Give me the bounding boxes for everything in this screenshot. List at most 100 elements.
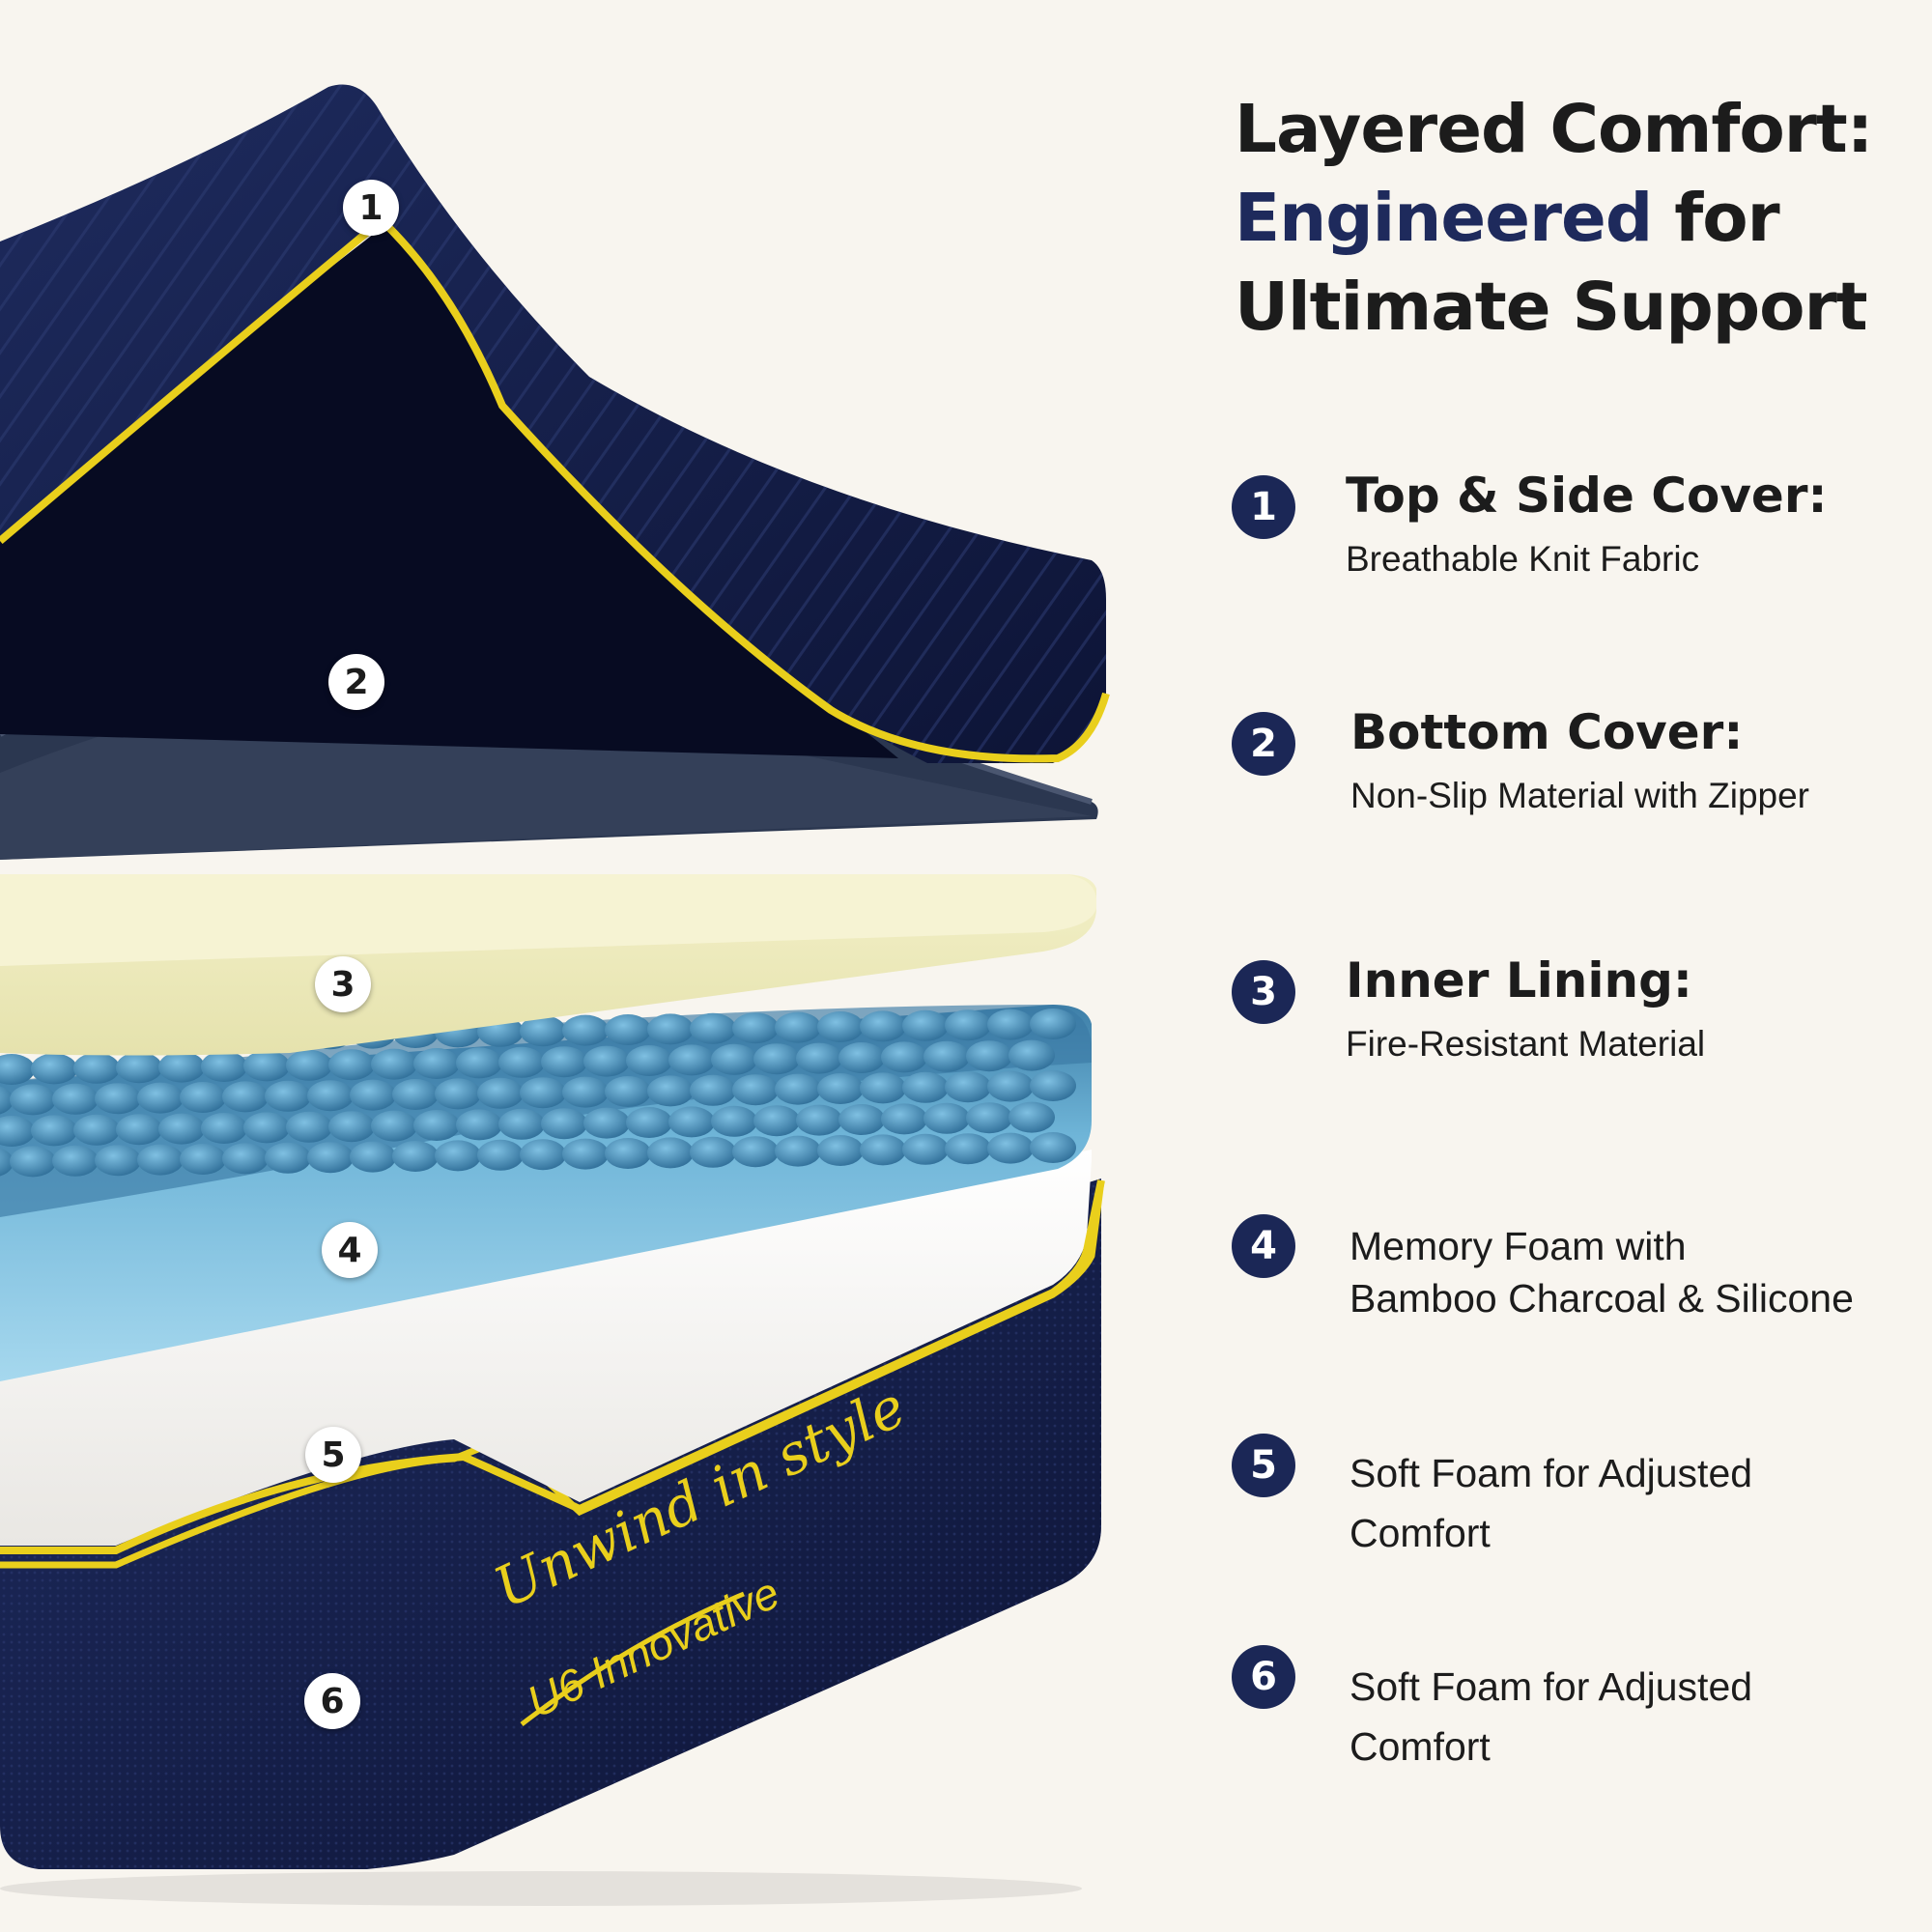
egg-crate-bump: [95, 1083, 141, 1115]
egg-crate-bump: [180, 1144, 226, 1175]
egg-crate-bump: [0, 1148, 14, 1177]
egg-crate-bump: [137, 1082, 184, 1114]
egg-crate-bump: [562, 1014, 609, 1046]
egg-crate-bump: [350, 1141, 396, 1173]
egg-crate-bump: [668, 1106, 715, 1138]
egg-crate-bump: [775, 1011, 821, 1043]
layer-marker-3: 3: [315, 956, 371, 1012]
feature-title: Inner Lining:: [1346, 952, 1692, 1009]
egg-crate-bump: [201, 1051, 247, 1082]
egg-crate-bump: [817, 1135, 864, 1166]
egg-crate-bump: [265, 1142, 311, 1174]
egg-crate-bump: [966, 1040, 1012, 1072]
feature-description-line-2: Bamboo Charcoal & Silicone: [1350, 1276, 1854, 1321]
egg-crate-bump: [1030, 1009, 1076, 1039]
egg-crate-bump: [541, 1108, 587, 1140]
egg-crate-bump: [626, 1045, 672, 1076]
egg-crate-bump: [435, 1140, 481, 1172]
egg-crate-bump: [158, 1113, 205, 1145]
egg-crate-bump: [860, 1072, 906, 1104]
egg-crate-bump: [0, 1086, 14, 1115]
feature-description-line-2: Comfort: [1350, 1724, 1491, 1769]
feature-description-line-1: Soft Foam for Adjusted: [1350, 1451, 1753, 1495]
egg-crate-bump: [477, 1077, 524, 1109]
egg-crate-bump: [923, 1040, 970, 1072]
feature-title: Top & Side Cover:: [1346, 468, 1828, 524]
egg-crate-bump: [0, 1054, 35, 1085]
egg-crate-bump: [52, 1145, 99, 1177]
egg-crate-bump: [201, 1113, 247, 1144]
egg-crate-bump: [392, 1141, 439, 1172]
feature-subtitle: Fire-Resistant Material: [1346, 1024, 1706, 1064]
egg-crate-bump: [987, 1132, 1034, 1164]
egg-crate-bump: [732, 1136, 779, 1168]
feature-title: Bottom Cover:: [1350, 704, 1744, 760]
egg-crate-bump: [286, 1111, 332, 1143]
egg-crate-bump: [31, 1053, 77, 1085]
egg-crate-bump: [116, 1052, 162, 1084]
egg-crate-bump: [817, 1011, 864, 1042]
feature-description: Soft Foam for Adjusted Comfort: [1350, 1443, 1890, 1563]
egg-crate-bump: [243, 1050, 290, 1082]
egg-crate-bump: [0, 1116, 35, 1147]
egg-crate-bump: [775, 1135, 821, 1167]
egg-crate-bump: [413, 1048, 460, 1079]
egg-crate-bump: [945, 1071, 991, 1103]
egg-crate-bump: [95, 1145, 141, 1177]
egg-crate-bump: [137, 1144, 184, 1176]
egg-crate-bump: [838, 1104, 885, 1135]
layer-marker-1: 1: [343, 180, 399, 236]
egg-crate-bump: [371, 1110, 417, 1142]
top-cover-layer-1: [0, 84, 1110, 763]
egg-crate-bump: [732, 1012, 779, 1044]
egg-crate-bump: [732, 1074, 779, 1106]
feature-description: Memory Foam with Bamboo Charcoal & Silic…: [1350, 1220, 1890, 1324]
soft-foam-layer-5: [0, 1150, 1105, 1554]
egg-crate-bump: [10, 1084, 56, 1116]
egg-crate-bump: [945, 1133, 991, 1165]
egg-crate-bump: [73, 1114, 120, 1146]
title-accent: Engineered: [1235, 180, 1653, 257]
egg-crate-bump: [605, 1014, 651, 1045]
title-line-3: Ultimate Support: [1235, 269, 1868, 346]
egg-crate-bump: [605, 1138, 651, 1169]
egg-crate-bump: [1030, 1070, 1076, 1101]
egg-crate-bump: [222, 1081, 269, 1113]
egg-crate-bump: [838, 1042, 885, 1073]
egg-crate-bump: [817, 1073, 864, 1104]
egg-crate-bump: [307, 1142, 354, 1174]
egg-crate-bump: [690, 1136, 736, 1168]
egg-crate-bump: [711, 1043, 757, 1075]
layer-marker-6: 6: [304, 1673, 360, 1729]
egg-crate-bump: [413, 1110, 460, 1141]
egg-crate-bump: [265, 1080, 311, 1112]
title-line-2: Engineered for: [1235, 174, 1911, 263]
egg-crate-bump: [520, 1015, 566, 1047]
egg-crate-bump: [456, 1109, 502, 1141]
egg-crate-bump: [371, 1048, 417, 1080]
egg-crate-bump: [31, 1115, 77, 1147]
egg-crate-bump: [775, 1073, 821, 1105]
layer-marker-4: 4: [322, 1222, 378, 1278]
egg-crate-bump: [1030, 1132, 1076, 1163]
feature-number-badge: 1: [1232, 475, 1295, 539]
egg-crate-bump: [860, 1134, 906, 1166]
egg-crate-bump: [1009, 1039, 1055, 1071]
egg-crate-bump: [498, 1046, 545, 1078]
egg-crate-bump: [243, 1112, 290, 1144]
feature-description: Soft Foam for Adjusted Comfort: [1350, 1657, 1890, 1776]
egg-crate-bump: [520, 1139, 566, 1171]
feature-number-badge: 3: [1232, 960, 1295, 1024]
egg-crate-bump: [753, 1043, 800, 1075]
egg-crate-bump: [286, 1049, 332, 1081]
egg-crate-bump: [966, 1102, 1012, 1134]
egg-crate-bump: [860, 1010, 906, 1042]
feature-number-badge: 6: [1232, 1645, 1295, 1709]
egg-crate-bump: [222, 1143, 269, 1175]
egg-crate-bump: [583, 1107, 630, 1139]
egg-crate-bump: [647, 1075, 694, 1107]
egg-crate-bump: [520, 1077, 566, 1109]
feature-subtitle: Breathable Knit Fabric: [1346, 539, 1700, 579]
egg-crate-bump: [73, 1052, 120, 1084]
